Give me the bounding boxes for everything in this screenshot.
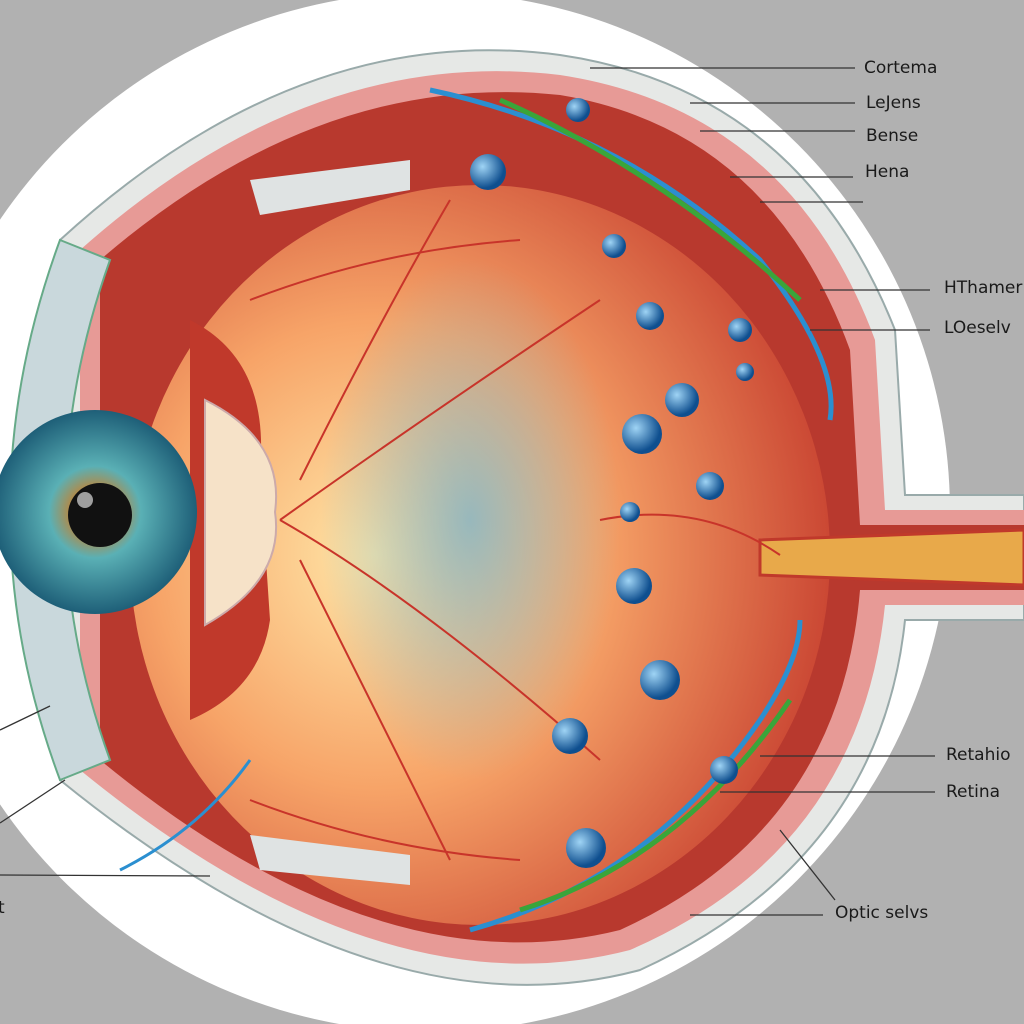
label-hhamer: HThamer (944, 278, 1023, 298)
pupil (68, 483, 132, 547)
label-t: t (0, 898, 5, 918)
lens (204, 398, 278, 627)
retina-haze (320, 260, 620, 780)
label-bense: Bense (866, 126, 919, 146)
leader-lines (0, 67, 935, 916)
label-retahio: Retahio (946, 745, 1011, 765)
label-hena: Hena (865, 162, 910, 182)
label-optic-selvs: Optic selvs (835, 903, 929, 923)
label-lejens: LeJens (866, 93, 921, 113)
label-cortema: Cortema (864, 58, 938, 78)
optic-nerve (758, 528, 1024, 587)
lower-ligament (250, 835, 410, 885)
nerve-nodes (470, 98, 754, 868)
label-retina: Retina (946, 782, 1001, 802)
upper-ligament (250, 160, 410, 215)
label-loeselv: LOeselv (944, 318, 1011, 338)
pupil-highlight (77, 492, 93, 508)
